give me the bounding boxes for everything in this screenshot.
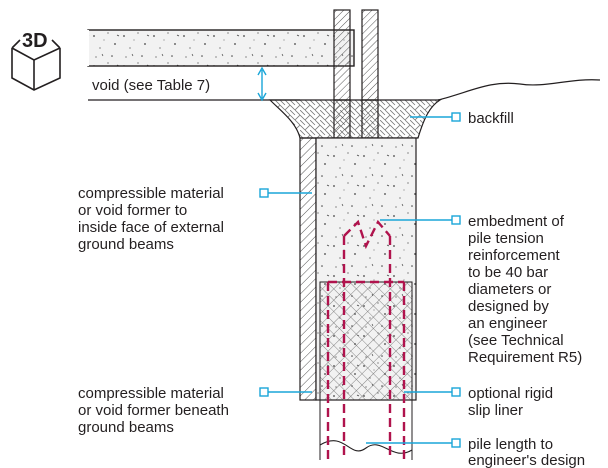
compressible-layer-left bbox=[299, 137, 317, 401]
post-right bbox=[361, 9, 379, 101]
backfill-label: backfill bbox=[468, 110, 514, 127]
ground-line-right bbox=[437, 79, 601, 101]
break-line bbox=[319, 440, 413, 454]
pile-reinforcement bbox=[326, 219, 406, 460]
void-dimension bbox=[257, 66, 267, 102]
3d-badge-text: 3D bbox=[22, 30, 48, 52]
leader-lines bbox=[259, 112, 461, 448]
void-label: void (see Table 7) bbox=[92, 77, 210, 94]
embedment-label: embedment of pile tension reinforcement … bbox=[468, 213, 582, 366]
slip-liner-label: optional rigid slip liner bbox=[468, 385, 557, 419]
ground-beam-slab bbox=[87, 29, 355, 67]
compressible-top-label: compressible material or void former to … bbox=[78, 185, 228, 253]
backfill-region bbox=[268, 99, 443, 139]
post-left bbox=[333, 9, 351, 101]
pile-length-label: pile length to engineer's design bbox=[468, 436, 585, 468]
3d-cube-icon: 3D bbox=[11, 30, 61, 91]
compressible-bottom-label: compressible material or void former ben… bbox=[78, 385, 233, 436]
slip-liner-region bbox=[319, 281, 413, 401]
